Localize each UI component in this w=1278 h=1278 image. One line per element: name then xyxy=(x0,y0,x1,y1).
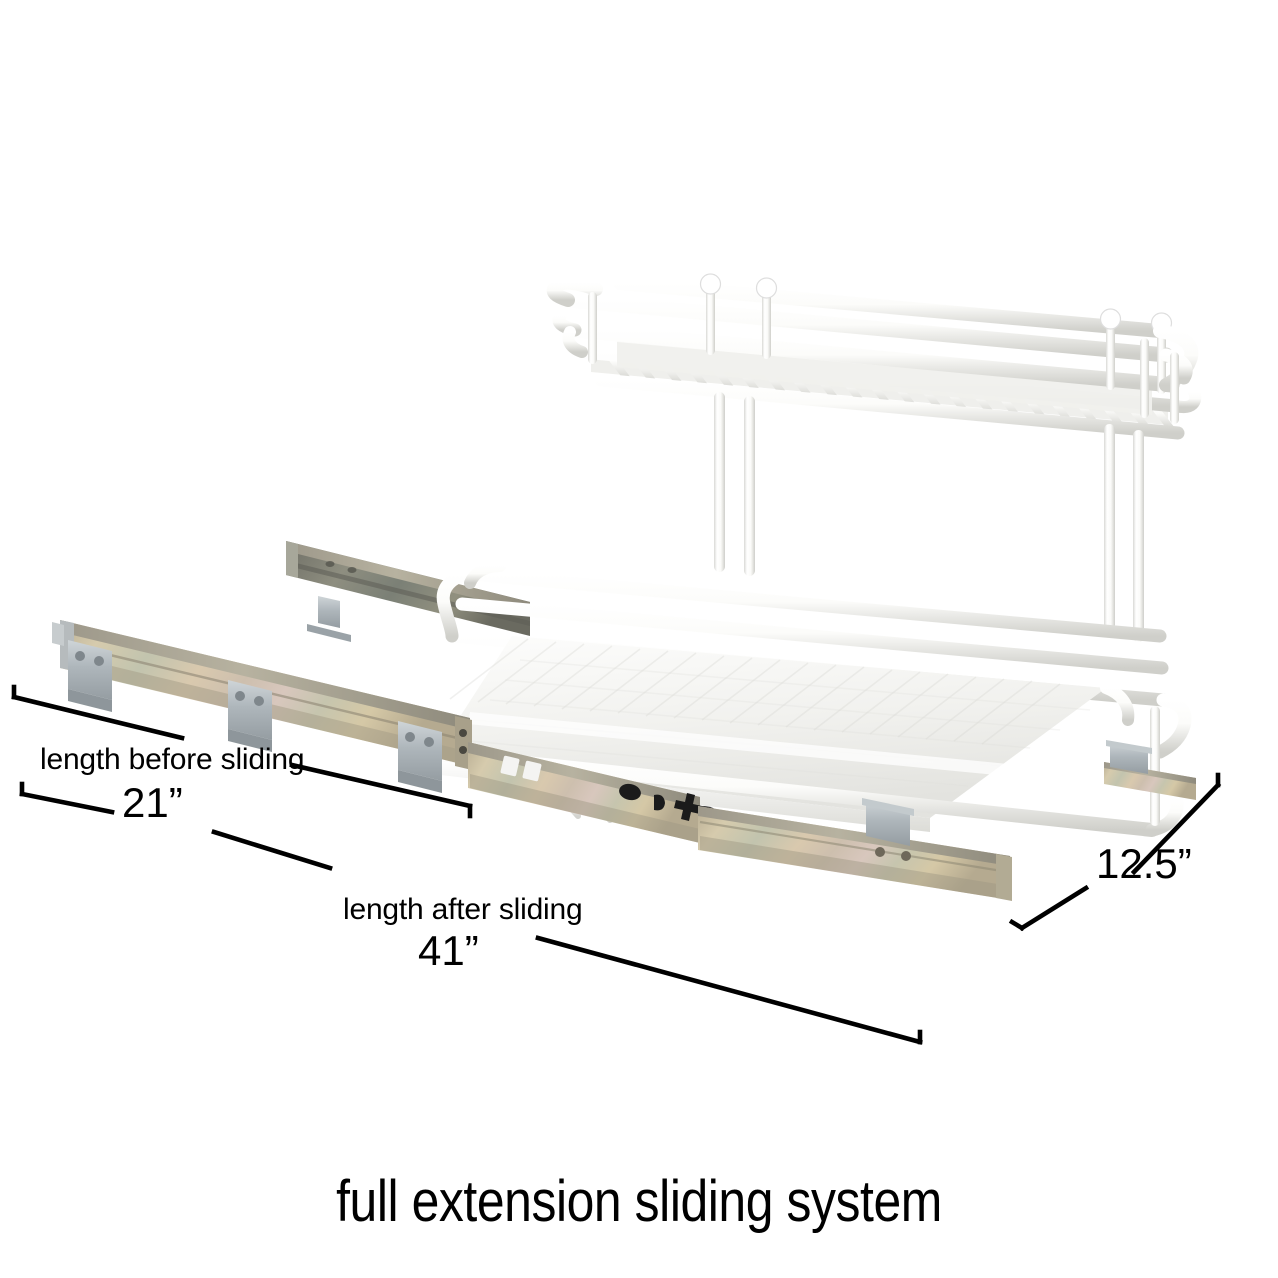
dimension-label-length-before-sliding: length before sliding xyxy=(40,743,305,776)
dimension-line-depth xyxy=(1008,772,1222,932)
slide-attachment-bracket xyxy=(862,798,914,846)
dimension-lines xyxy=(11,684,1222,1045)
dimension-value-length-after-sliding: 41” xyxy=(418,927,479,974)
rear-slide-rail xyxy=(286,541,530,642)
front-slide-rail-extended xyxy=(52,620,472,793)
dimension-value-depth: 12.5” xyxy=(1096,840,1192,887)
inner-slide-member xyxy=(698,798,1012,901)
middle-slide-member xyxy=(468,742,722,843)
dimension-value-length-before-sliding: 21” xyxy=(122,779,183,826)
upper-basket xyxy=(546,273,1202,440)
rail-mount-bracket-3 xyxy=(398,721,442,793)
dimension-label-length-after-sliding: length after sliding xyxy=(343,893,583,926)
lower-basket xyxy=(412,560,1192,860)
figure-caption: full extension sliding system xyxy=(336,1169,942,1234)
dimension-line-21-extent xyxy=(19,781,333,871)
rail-mount-bracket xyxy=(307,596,351,642)
rail-mount-bracket-2 xyxy=(228,680,272,752)
right-side-slide-rail xyxy=(1104,740,1196,800)
tier-support-posts xyxy=(714,392,1144,642)
dimension-line-length-after-sliding xyxy=(535,935,923,1045)
dimension-line-length-before-sliding xyxy=(11,684,473,819)
rail-mount-bracket-1 xyxy=(68,640,112,712)
right-rail-bracket xyxy=(1106,740,1152,774)
